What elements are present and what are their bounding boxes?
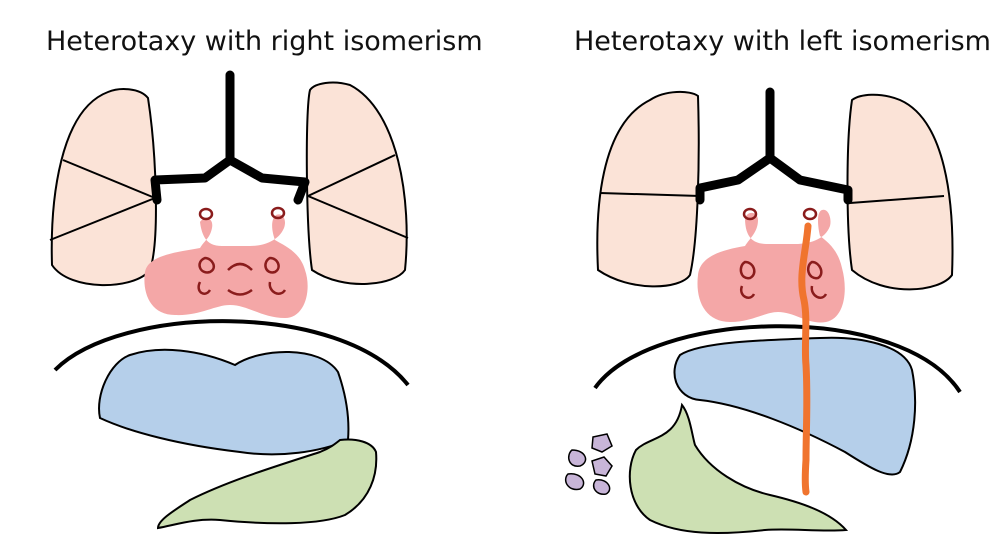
- left-panel-diaphragm: [593, 324, 962, 394]
- right-panel-heart-vessels: [197, 206, 287, 296]
- right-panel-airway: [150, 70, 310, 205]
- right-panel-left-lung: [50, 88, 157, 287]
- right-panel-heart: [144, 214, 308, 318]
- right-panel-stomach: [156, 438, 378, 530]
- left-panel-heart-vessels: [739, 207, 828, 299]
- left-panel-liver: [673, 336, 917, 476]
- right-isomerism-panel: [49, 70, 410, 530]
- right-panel-right-lung: [305, 81, 408, 285]
- right-panel-left-lung-fissure-2: [49, 197, 156, 241]
- left-panel-azygos-vein: [798, 222, 812, 496]
- right-panel-left-lung-fissure-1: [62, 159, 156, 199]
- left-panel-left-lung-fissure: [599, 192, 701, 197]
- left-isomerism-panel: [564, 87, 962, 534]
- left-isomerism-title: Heterotaxy with left isomerism: [574, 26, 991, 57]
- left-panel-right-lung-fissure: [849, 195, 945, 204]
- right-panel-diaphragm: [53, 319, 410, 387]
- left-panel-stomach: [628, 402, 849, 534]
- left-panel-polysplenia: [564, 433, 613, 495]
- right-isomerism-title: Heterotaxy with right isomerism: [46, 26, 483, 57]
- left-panel-right-lung: [846, 93, 954, 291]
- right-panel-right-lung-fissure-1: [307, 154, 396, 197]
- left-panel-airway: [695, 87, 853, 205]
- right-panel-right-lung-fissure-2: [307, 195, 409, 239]
- left-panel-left-lung: [596, 90, 700, 288]
- left-panel-heart: [697, 209, 845, 323]
- right-panel-liver: [98, 348, 350, 456]
